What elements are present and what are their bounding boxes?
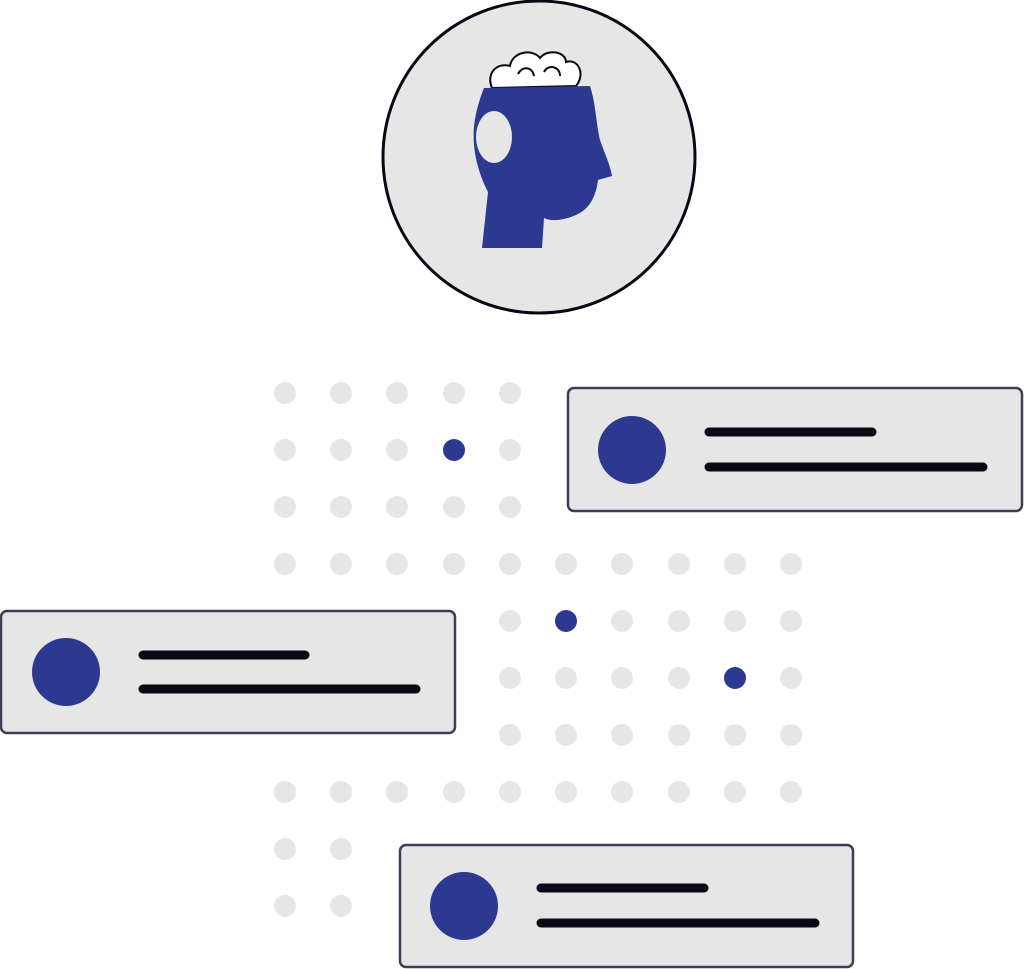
grid-dot [724,781,746,803]
grid-dot [499,724,521,746]
dot-grid [274,382,802,917]
grid-dot [386,382,408,404]
card-background [398,843,855,969]
grid-dot [499,781,521,803]
grid-dot [780,667,802,689]
grid-dot [780,553,802,575]
grid-dot [611,610,633,632]
head-with-brain-icon [473,51,612,248]
head-badge [381,0,697,315]
grid-dot [668,667,690,689]
grid-dot [668,781,690,803]
grid-dot [499,439,521,461]
grid-dot [780,724,802,746]
grid-dot [330,553,352,575]
grid-dot [443,496,465,518]
grid-dot [443,553,465,575]
grid-dot-active [443,439,465,461]
grid-dot [274,553,296,575]
grid-dot [386,781,408,803]
card-middle[interactable] [0,609,457,735]
grid-dot [274,838,296,860]
grid-dot [330,838,352,860]
avatar-circle [430,872,498,940]
grid-dot [555,724,577,746]
grid-dot [386,553,408,575]
grid-dot [668,553,690,575]
brain-shape [489,51,582,90]
grid-dot [499,496,521,518]
card-top[interactable] [566,386,1024,513]
grid-dot [611,667,633,689]
grid-dot [780,781,802,803]
grid-dot [330,895,352,917]
grid-dot [330,496,352,518]
brain-fold [543,66,561,77]
grid-dot [724,724,746,746]
grid-dot [330,382,352,404]
brain-fold [517,67,535,77]
grid-dot [443,781,465,803]
grid-dot [499,553,521,575]
card-background [566,386,1024,513]
avatar-circle [32,638,100,706]
grid-dot-active [724,667,746,689]
grid-dot [274,781,296,803]
grid-dot [274,382,296,404]
grid-dot [555,553,577,575]
grid-dot [555,781,577,803]
grid-dot [274,895,296,917]
grid-dot [611,781,633,803]
grid-dot [499,382,521,404]
card-bottom[interactable] [398,843,855,969]
grid-dot [780,610,802,632]
grid-dot-active [555,610,577,632]
grid-dot [330,439,352,461]
grid-dot [611,724,633,746]
grid-dot [499,610,521,632]
grid-dot [330,781,352,803]
grid-dot [724,610,746,632]
grid-dot [668,724,690,746]
grid-dot [724,553,746,575]
card-background [0,609,457,735]
grid-dot [386,439,408,461]
avatar-circle [598,416,666,484]
grid-dot [274,439,296,461]
grid-dot [443,382,465,404]
grid-dot [499,667,521,689]
grid-dot [668,610,690,632]
grid-dot [555,667,577,689]
grid-dot [386,496,408,518]
grid-dot [274,496,296,518]
grid-dot [611,553,633,575]
ear-shape [476,111,512,163]
